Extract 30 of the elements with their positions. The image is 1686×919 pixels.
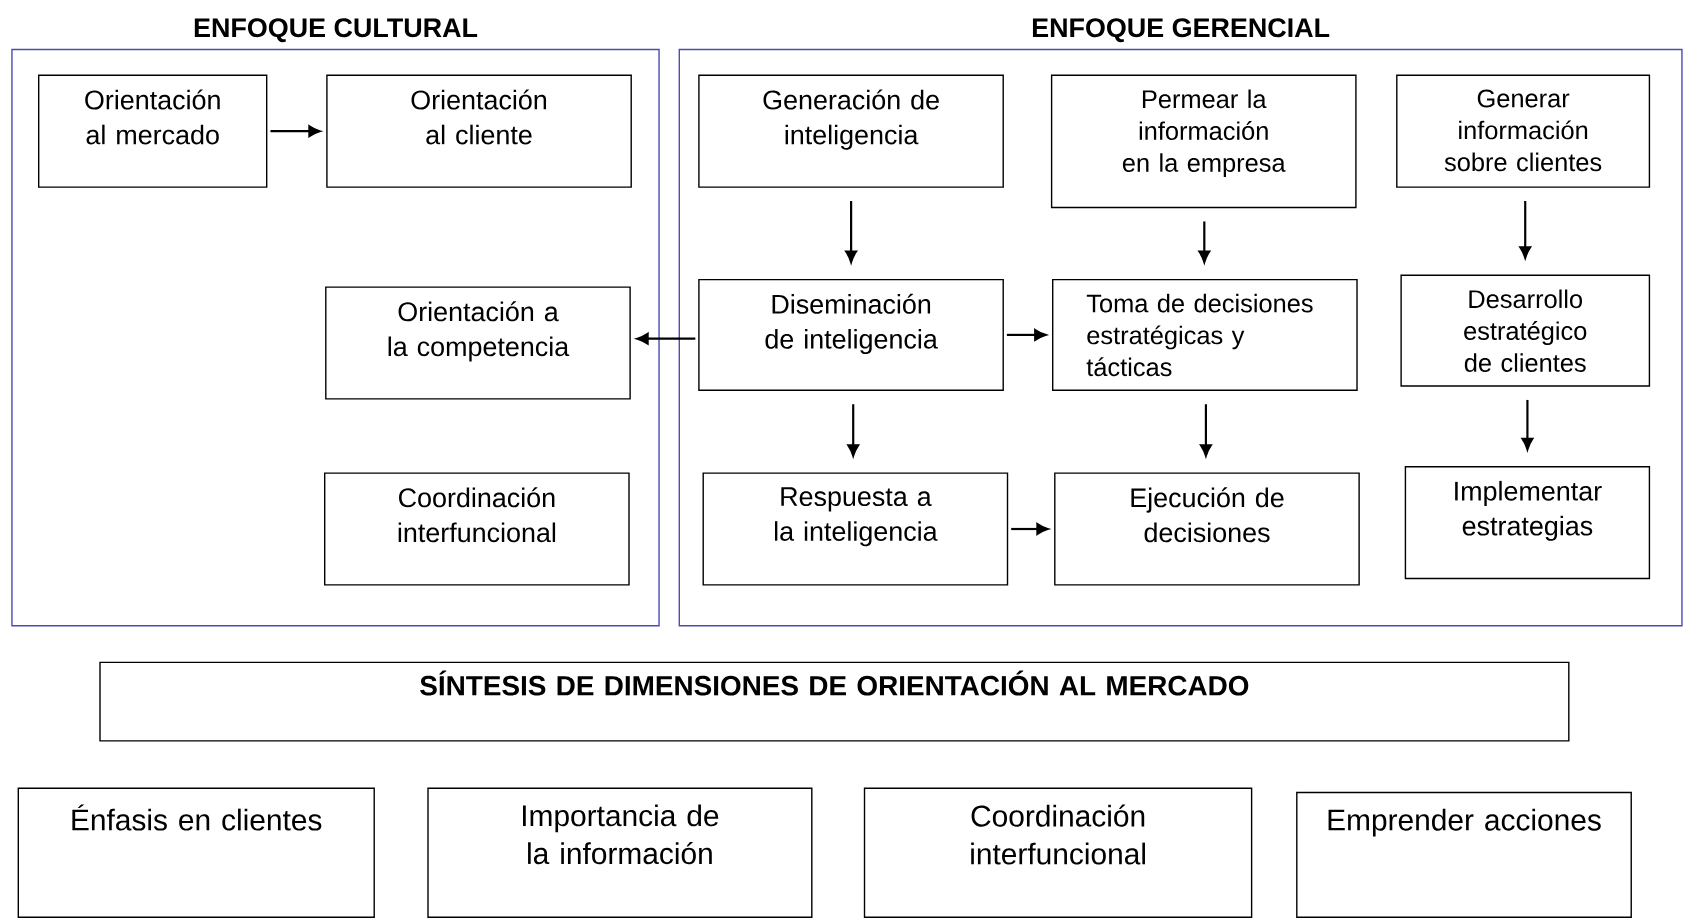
process-box: Orientación al mercado	[38, 74, 268, 188]
arrow	[1519, 201, 1532, 259]
arrow	[1198, 221, 1211, 263]
process-box: Toma de decisiones estratégicas y tácticas	[1052, 278, 1358, 391]
arrow	[636, 332, 696, 345]
node-label: ENFOQUE GERENCIAL	[1032, 18, 1330, 43]
arrow	[1200, 404, 1212, 457]
arrow	[845, 201, 858, 263]
process-box: Desarrollo estratégico de clientes	[1400, 274, 1651, 387]
title-banner: SÍNTESIS DE DIMENSIONES DE ORIENTACIÓN AL MERCADO	[99, 661, 1570, 742]
dimension-box: Énfasis en clientes	[17, 787, 375, 918]
process-box: Generación de inteligencia	[698, 74, 1004, 188]
process-box: Permear la información en la empresa	[1050, 74, 1357, 209]
arrow	[847, 404, 860, 457]
process-box: Orientación al cliente	[326, 74, 632, 188]
dimension-box: Emprender acciones	[1296, 791, 1632, 918]
node-label: ENFOQUE CULTURAL	[194, 18, 478, 43]
process-box: Coordinación interfuncional	[324, 472, 630, 586]
process-box: Ejecución de decisiones	[1054, 472, 1360, 586]
arrow	[270, 125, 321, 138]
process-box: Diseminación de inteligencia	[698, 278, 1004, 391]
process-box: Orientación a la competencia	[325, 286, 631, 400]
process-box: Implementar estrategias	[1404, 466, 1651, 580]
dimension-box: Coordinación interfuncional	[863, 787, 1253, 918]
arrow	[1521, 399, 1534, 451]
dimension-box: Importancia de la información	[427, 787, 813, 918]
arrow	[1006, 329, 1047, 341]
arrow	[1011, 523, 1049, 535]
process-box: Generar información sobre clientes	[1396, 74, 1651, 188]
process-box: Respuesta a la inteligencia	[702, 472, 1009, 586]
